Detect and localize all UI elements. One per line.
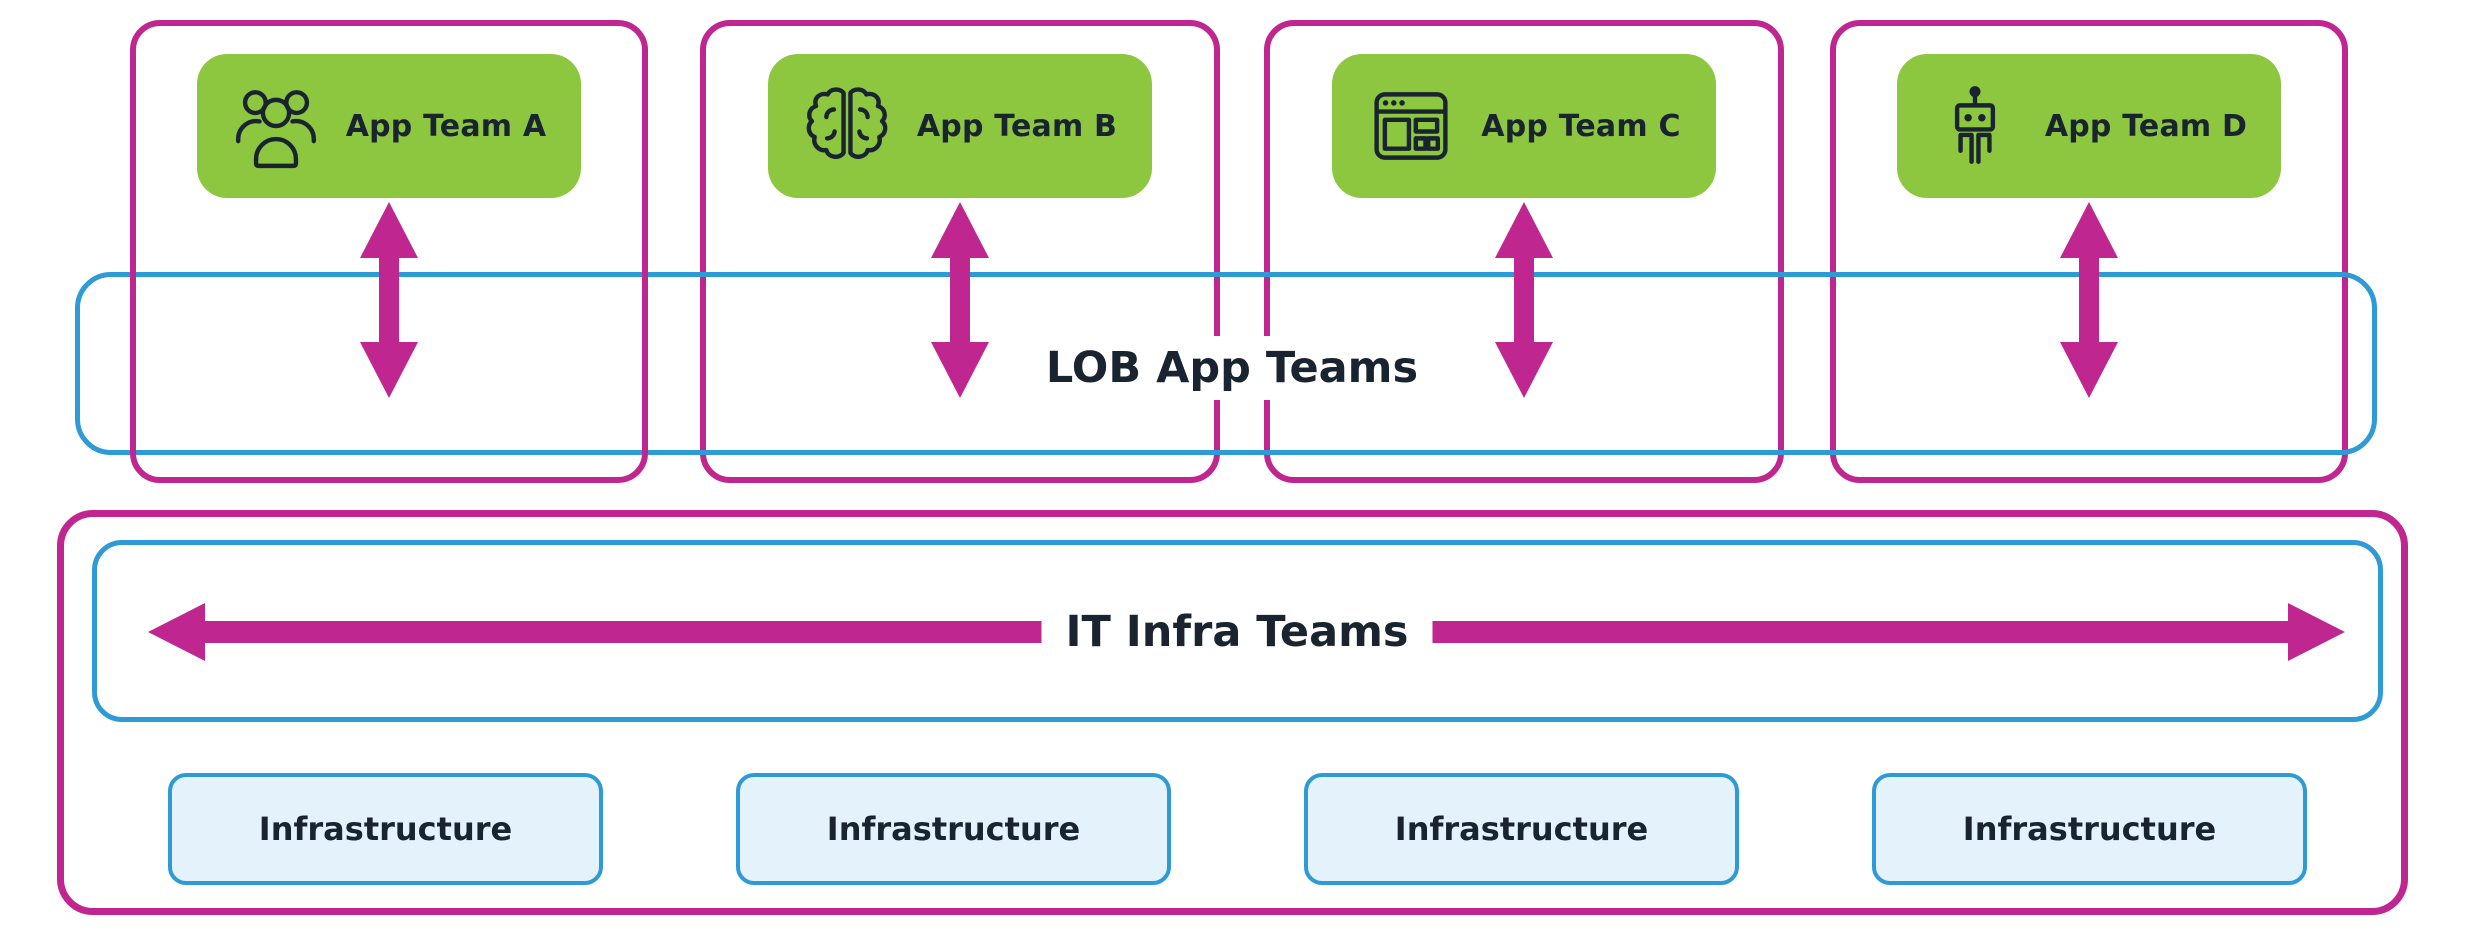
app-team-c-pill: App Team C <box>1332 54 1716 198</box>
app-team-d-pill: App Team D <box>1897 54 2281 198</box>
arrow-down-head <box>360 342 418 398</box>
arrow-shaft <box>379 252 399 348</box>
bidirectional-arrow-team-b <box>931 202 989 398</box>
arrow-down-head <box>931 342 989 398</box>
arrow-shaft <box>2079 252 2099 348</box>
infrastructure-label: Infrastructure <box>826 810 1081 848</box>
arrow-shaft <box>950 252 970 348</box>
app-team-b-pill: App Team B <box>768 54 1152 198</box>
infrastructure-label: Infrastructure <box>1962 810 2217 848</box>
arrow-up-head <box>1495 202 1553 258</box>
robot-icon <box>1931 82 2019 170</box>
lob-app-teams-label: LOB App Teams <box>1019 336 1445 400</box>
arrow-right-head <box>2288 603 2345 661</box>
app-team-d-label: App Team D <box>2044 108 2248 144</box>
arrow-up-head <box>931 202 989 258</box>
bidirectional-arrow-team-d <box>2060 202 2118 398</box>
infrastructure-label: Infrastructure <box>1394 810 1649 848</box>
app-team-d-frame: App Team D <box>1830 20 2348 483</box>
app-team-c-label: App Team C <box>1481 108 1681 144</box>
arrow-up-head <box>2060 202 2118 258</box>
app-team-a-label: App Team A <box>345 108 547 144</box>
it-infra-teams-frame <box>92 540 2383 722</box>
arrow-shaft <box>1514 252 1534 348</box>
arrow-left-head <box>148 603 205 661</box>
users-icon <box>232 82 320 170</box>
it-infra-outer-frame <box>57 510 2408 915</box>
arrow-down-head <box>1495 342 1553 398</box>
app-team-a-frame: App Team A <box>130 20 648 483</box>
infrastructure-box-3: Infrastructure <box>1304 773 1739 885</box>
lob-app-teams-frame <box>75 272 2377 455</box>
bidirectional-arrow-team-a <box>360 202 418 398</box>
infrastructure-box-1: Infrastructure <box>168 773 603 885</box>
app-team-c-frame: App Team C <box>1264 20 1784 483</box>
app-team-b-frame: App Team B <box>700 20 1220 483</box>
bidirectional-arrow-team-c <box>1495 202 1553 398</box>
arrow-up-head <box>360 202 418 258</box>
it-infra-teams-label: IT Infra Teams <box>1041 600 1433 664</box>
browser-window-icon <box>1367 82 1455 170</box>
arrow-down-head <box>2060 342 2118 398</box>
infrastructure-box-4: Infrastructure <box>1872 773 2307 885</box>
infrastructure-box-2: Infrastructure <box>736 773 1171 885</box>
infrastructure-label: Infrastructure <box>258 810 513 848</box>
brain-icon <box>803 82 891 170</box>
app-team-b-label: App Team B <box>916 108 1118 144</box>
app-team-a-pill: App Team A <box>197 54 581 198</box>
